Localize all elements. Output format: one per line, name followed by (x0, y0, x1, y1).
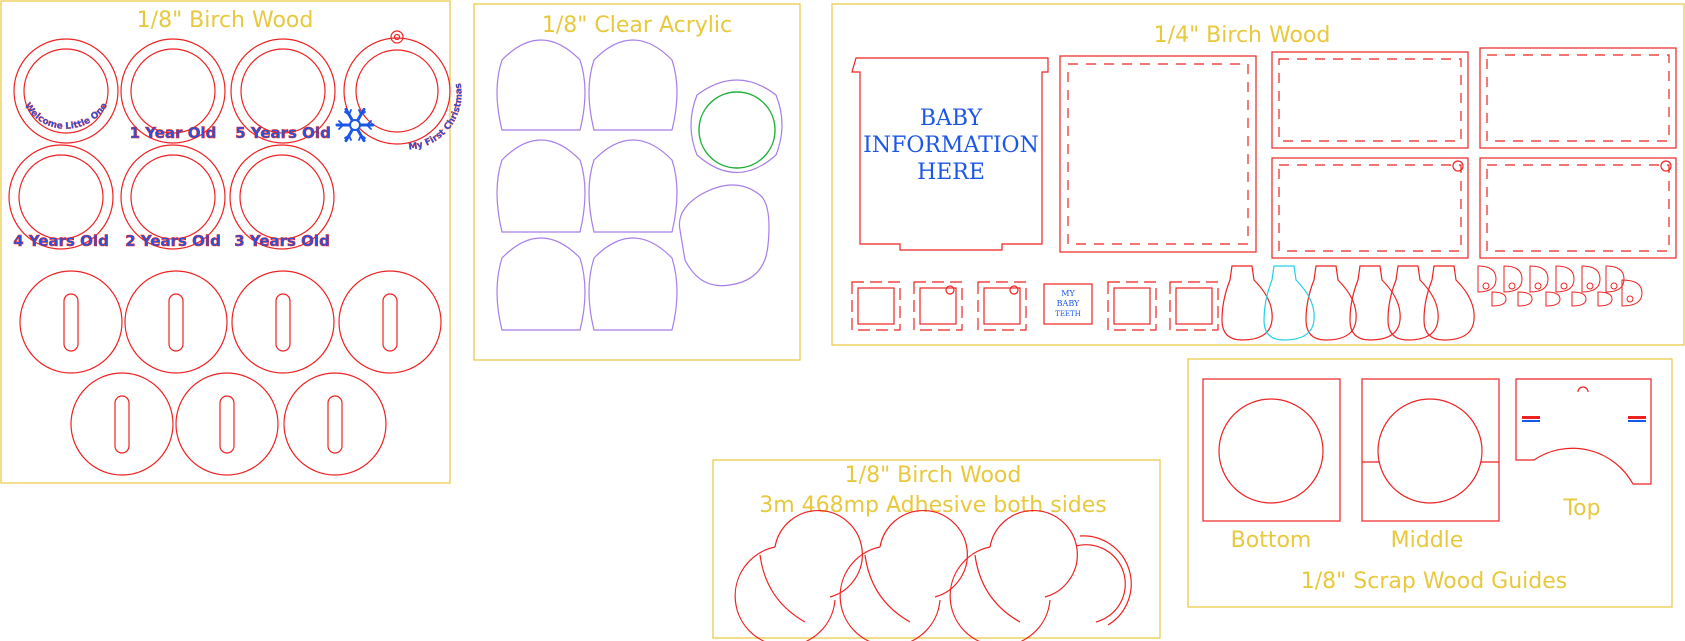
clip-parts (1477, 265, 1643, 307)
info-text-line-3: HERE (917, 160, 985, 185)
label-2-years: 2 Years Old (125, 232, 221, 250)
label-middle: Middle (1391, 528, 1464, 553)
ornament-ring-row-2 (8, 144, 335, 250)
panel-title: 1/8" Scrap Wood Guides (1301, 569, 1567, 594)
panel-title-line-2: 3m 468mp Adhesive both sides (759, 493, 1107, 518)
baby-info-board (851, 57, 1049, 251)
slot-disk-row-2 (70, 372, 387, 476)
guide-bottom (1202, 378, 1341, 522)
info-text-line-1: BABY (920, 106, 983, 131)
panel-birch-quarter: 1/4" Birch Wood BABY INFORMATION HERE (831, 3, 1685, 346)
label-4-years: 4 Years Old (13, 232, 109, 250)
acrylic-green-ring (698, 91, 776, 169)
teeth-text-line-1: MY (1061, 289, 1075, 298)
small-jig-pieces (851, 281, 1219, 331)
adhesive-rings (734, 509, 1132, 641)
panel-adhesive: 1/8" Birch Wood 3m 468mp Adhesive both s… (712, 459, 1161, 641)
bottle-shapes (1221, 265, 1475, 341)
panel-border (473, 3, 801, 361)
box-panel-large (1059, 55, 1257, 253)
label-bottom: Bottom (1231, 528, 1312, 553)
snowflake-icon (335, 107, 375, 143)
panel-border (1187, 358, 1673, 608)
panel-border (0, 0, 451, 484)
panel-birch-eighth: 1/8" Birch Wood Welcome Little One 1 Yea… (0, 0, 465, 484)
label-first-christmas: My First Christmas (408, 82, 465, 152)
acrylic-disks (496, 39, 783, 331)
guide-middle (1361, 378, 1500, 522)
box-panels-medium (1271, 47, 1677, 259)
label-welcome: Welcome Little One (22, 101, 110, 132)
guide-top (1515, 378, 1652, 485)
teeth-text-line-3: TEETH (1055, 310, 1081, 318)
panel-title: 1/8" Clear Acrylic (542, 13, 732, 38)
info-text-line-2: INFORMATION (863, 133, 1039, 158)
label-1-year: 1 Year Old (130, 124, 217, 142)
label-top: Top (1562, 496, 1600, 521)
bottle-shape-cyan (1263, 265, 1315, 341)
teeth-text-line-2: BABY (1057, 299, 1080, 308)
panel-title: 1/4" Birch Wood (1154, 23, 1331, 48)
panel-border (831, 3, 1685, 346)
panel-title-line-1: 1/8" Birch Wood (845, 463, 1022, 488)
panel-scrap-guides: Bottom Middle Top 1/8" Scrap Wood Guides (1187, 358, 1673, 608)
panel-title: 1/8" Birch Wood (137, 8, 314, 33)
panel-acrylic: 1/8" Clear Acrylic (473, 3, 801, 361)
label-3-years: 3 Years Old (234, 232, 330, 250)
guide-top-marks (1522, 416, 1646, 422)
panel-border (712, 459, 1161, 639)
label-5-years: 5 Years Old (235, 124, 331, 142)
ornament-ring-row-1 (13, 30, 451, 145)
slot-disk-row-1 (19, 270, 442, 374)
